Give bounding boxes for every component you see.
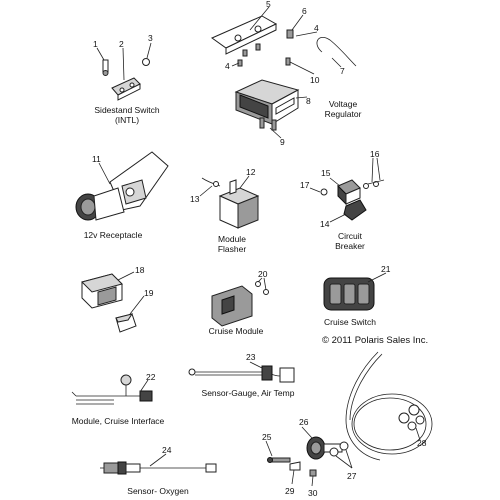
callout-21: 21 (381, 264, 391, 274)
callout-1: 1 (93, 39, 98, 49)
speed-sensor-drawing (265, 351, 433, 487)
callout-9: 9 (280, 137, 285, 147)
callout-28: 28 (417, 438, 427, 448)
callout-12: 12 (246, 167, 256, 177)
callout-24: 24 (162, 445, 172, 455)
callout-25: 25 (262, 432, 272, 442)
callout-18: 18 (135, 265, 145, 275)
callout-27: 27 (347, 471, 357, 481)
callout-15: 15 (321, 168, 331, 178)
label-cruise-interface: Module, Cruise Interface (72, 416, 165, 426)
voltage-regulator-drawing (210, 6, 357, 139)
callout-17: 17 (300, 180, 310, 190)
label-module-flasher: Module (218, 234, 246, 244)
callout-4-top: 4 (314, 23, 319, 33)
label-voltage-regulator: Voltage (329, 99, 358, 109)
cruise-switch-drawing (323, 272, 387, 311)
callout-11: 11 (92, 154, 101, 164)
callout-19: 19 (144, 288, 154, 298)
label-circuit-breaker-sub: Breaker (335, 241, 365, 251)
circuit-breaker-drawing (309, 157, 385, 223)
label-sidestand-switch: Sidestand Switch (94, 105, 159, 115)
callout-20: 20 (258, 269, 268, 279)
callout-22: 22 (146, 372, 156, 382)
label-cruise-switch: Cruise Switch (324, 317, 376, 327)
callout-8: 8 (306, 96, 311, 106)
callout-29: 29 (285, 486, 295, 496)
connector-drawing (81, 271, 145, 333)
sensor-gauge-drawing (188, 361, 295, 383)
flasher-drawing (199, 175, 260, 229)
callout-2: 2 (119, 39, 124, 49)
callout-26: 26 (299, 417, 309, 427)
callout-13: 13 (190, 194, 200, 204)
label-sensor-oxygen: Sensor- Oxygen (127, 486, 189, 496)
label-receptacle: 12v Receptacle (84, 230, 143, 240)
sidestand-switch-drawing (96, 42, 152, 101)
callout-6: 6 (302, 6, 307, 16)
callout-5: 5 (266, 0, 271, 9)
callout-16: 16 (370, 149, 380, 159)
oxygen-sensor-drawing (100, 453, 217, 475)
label-module-flasher-sub: Flasher (218, 244, 247, 254)
callout-4-left: 4 (225, 61, 230, 71)
cruise-interface-drawing (71, 374, 153, 405)
label-sensor-gauge: Sensor-Gauge, Air Temp (202, 388, 295, 398)
callout-30: 30 (308, 488, 318, 498)
cruise-module-drawing (211, 277, 269, 327)
label-circuit-breaker: Circuit (338, 231, 363, 241)
copyright: © 2011 Polaris Sales Inc. (322, 335, 428, 346)
receptacle-drawing (75, 151, 169, 221)
label-cruise-module: Cruise Module (209, 326, 264, 336)
callout-23: 23 (246, 352, 256, 362)
label-sidestand-switch-sub: (INTL) (115, 115, 139, 125)
label-voltage-regulator-sub: Regulator (325, 109, 362, 119)
callout-10: 10 (310, 75, 320, 85)
callout-3: 3 (148, 33, 153, 43)
callout-14: 14 (320, 219, 330, 229)
callout-7: 7 (340, 66, 345, 76)
